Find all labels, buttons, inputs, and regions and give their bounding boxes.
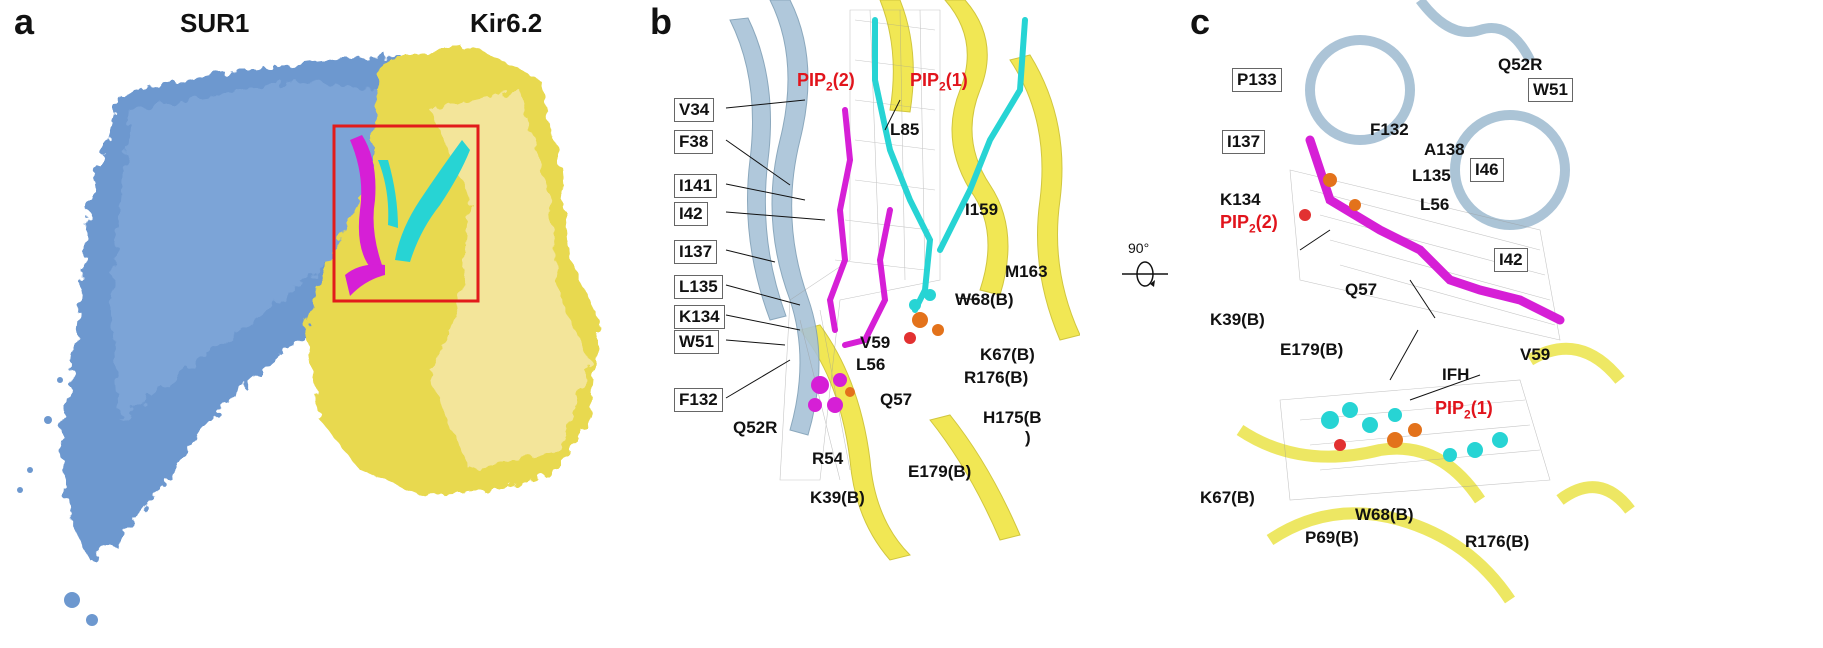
residue-label-r54: R54 — [812, 449, 844, 468]
residue-label-q57-c: Q57 — [1345, 280, 1378, 299]
kir62-title: Kir6.2 — [470, 8, 543, 38]
residue-label-q52r: Q52R — [733, 418, 778, 437]
residue-label-a138: A138 — [1424, 140, 1465, 159]
pip2-2-density — [350, 135, 382, 270]
residue-label-l135: L135 — [674, 275, 723, 299]
rotation-arrow-icon — [1122, 261, 1168, 287]
panel-c: c — [1180, 0, 1823, 648]
pip2-2-headgroup — [808, 373, 855, 413]
pip2-1-headgroup-c — [1321, 402, 1508, 462]
residue-label-r176b: R176(B) — [964, 368, 1029, 387]
rotation-indicator: 90° — [1110, 240, 1180, 310]
residue-label-k39b: K39(B) — [810, 488, 865, 507]
panel-letter-b: b — [650, 1, 672, 42]
residue-label-h175b-cont: ) — [1025, 428, 1031, 447]
residue-label-i137: I137 — [674, 240, 718, 264]
rotation-angle-label: 90° — [1128, 240, 1150, 256]
residue-label-w68b: W68(B) — [955, 290, 1014, 309]
residue-label-l56-c: L56 — [1420, 195, 1450, 214]
residue-label-k134: K134 — [674, 305, 725, 329]
residue-label-i42: I42 — [674, 202, 708, 226]
residue-label-v59: V59 — [860, 333, 891, 352]
residue-label-i137-c: I137 — [1222, 130, 1266, 154]
panel-b: b — [640, 0, 1080, 648]
residue-label-e179b: E179(B) — [908, 462, 972, 481]
leader-lines — [725, 99, 981, 399]
residue-label-w51-c: W51 — [1528, 78, 1573, 102]
pip2-2-stick-c — [1305, 135, 1565, 325]
pip2-2-phosphates-c — [1299, 173, 1361, 221]
residue-label-f38: F38 — [674, 130, 714, 154]
pip2-1-density — [395, 140, 470, 262]
pip2-1-tail-density — [378, 160, 398, 228]
panel-letter-a: a — [14, 1, 35, 42]
pip2-2-label-b: PIP2(2) — [797, 70, 855, 94]
zoom-region-box — [332, 124, 480, 303]
residue-label-p69b: P69(B) — [1305, 528, 1359, 547]
residue-label-v59-c: V59 — [1520, 345, 1551, 364]
residue-label-v34: V34 — [674, 98, 715, 122]
structure-view-c — [1236, 0, 1635, 604]
residue-label-e179b-c: E179(B) — [1280, 340, 1344, 359]
residue-label-i46: I46 — [1470, 158, 1504, 182]
residue-label-r176b-c: R176(B) — [1465, 532, 1530, 551]
residue-label-l135-c: L135 — [1412, 166, 1451, 185]
kir62-density — [305, 45, 600, 495]
panel-a: a SUR1 Kir6.2 — [0, 0, 620, 648]
residue-label-k67b-c: K67(B) — [1200, 488, 1255, 507]
pip2-2-stick — [826, 107, 893, 348]
structure-view-b — [725, 0, 1080, 561]
residue-label-w51: W51 — [674, 330, 719, 354]
pip2-1-label-c: PIP2(1) — [1435, 398, 1493, 422]
leader-lines-c — [1299, 229, 1481, 401]
residue-label-q52r-c: Q52R — [1498, 55, 1543, 74]
residue-label-q57: Q57 — [880, 390, 913, 409]
residue-label-m163: M163 — [1005, 262, 1048, 281]
sur1-fragments — [17, 377, 98, 626]
residue-label-f132-c: F132 — [1370, 120, 1409, 139]
pip2-1-phosphates — [904, 312, 944, 344]
residue-label-k39b-c: K39(B) — [1210, 310, 1265, 329]
pip2-2-headgroup-density — [345, 264, 385, 296]
sur1-density — [60, 55, 430, 560]
cryo-em-density-map — [17, 45, 600, 626]
sur1-title: SUR1 — [180, 8, 250, 38]
panel-letter-c: c — [1190, 1, 1211, 42]
residue-label-i159: I159 — [965, 200, 999, 219]
residue-label-l56: L56 — [856, 355, 886, 374]
residue-label-l85: L85 — [890, 120, 920, 139]
pip2-2-label-c: PIP2(2) — [1220, 212, 1278, 236]
residue-label-f132: F132 — [674, 388, 723, 412]
pip2-1-stick — [872, 17, 1028, 313]
residue-label-i42-c: I42 — [1494, 248, 1528, 272]
residue-label-w68b-c: W68(B) — [1355, 505, 1414, 524]
pip2-1-label-b: PIP2(1) — [910, 70, 968, 94]
residue-label-k134-c: K134 — [1220, 190, 1261, 209]
residue-label-i141: I141 — [674, 174, 718, 198]
residue-label-k67b: K67(B) — [980, 345, 1035, 364]
residue-label-h175b: H175(B — [983, 408, 1042, 427]
residue-label-p133: P133 — [1232, 68, 1282, 92]
residue-label-ifh: IFH — [1442, 365, 1470, 384]
